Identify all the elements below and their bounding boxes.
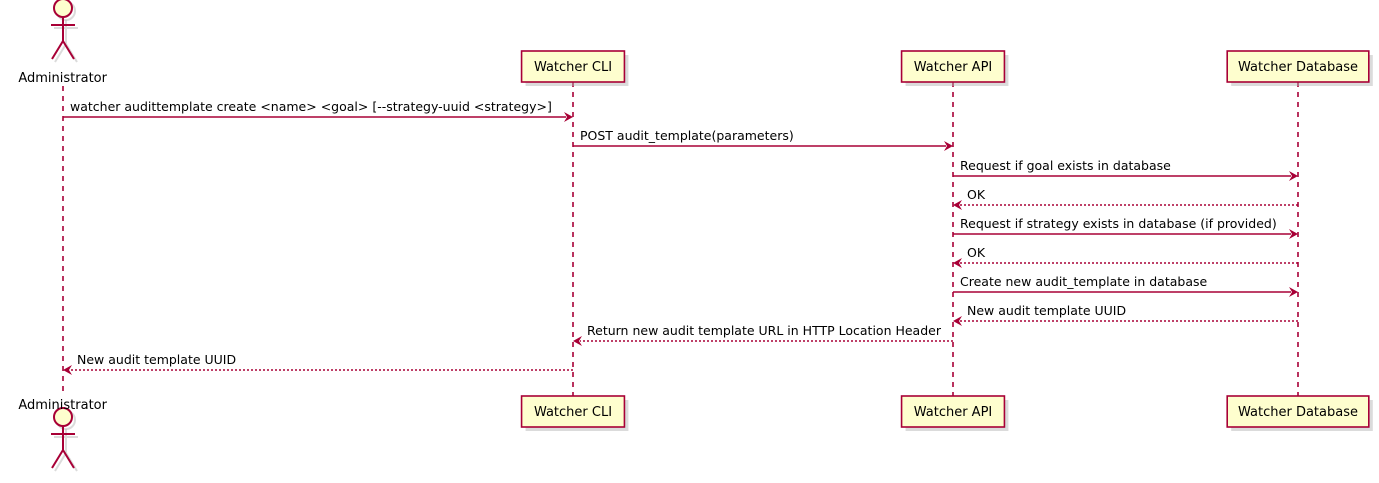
message-arrowhead — [1289, 171, 1298, 181]
participant-label-watcher-api: Watcher API — [914, 60, 993, 75]
message-label: New audit template UUID — [77, 352, 236, 367]
message-label: OK — [967, 187, 986, 202]
message-2: POST audit_template(parameters) — [573, 128, 953, 151]
participant-box — [900, 50, 1006, 83]
message-arrowhead — [564, 112, 573, 122]
message-arrowhead — [953, 200, 962, 210]
message-4: OK — [953, 187, 1298, 210]
message-label: Create new audit_template in database — [960, 274, 1207, 289]
participant-label-watcher-database: Watcher Database — [1238, 60, 1358, 75]
message-arrowhead — [573, 336, 582, 346]
participant-box — [900, 395, 1006, 428]
message-label: POST audit_template(parameters) — [580, 128, 794, 143]
participant-bottom-watcher-cli[interactable]: Watcher CLI — [520, 395, 629, 431]
message-7: Create new audit_template in database — [953, 274, 1298, 297]
actor-label-administrator: Administrator — [18, 71, 107, 86]
message-label: Request if strategy exists in database (… — [960, 216, 1277, 231]
message-8: New audit template UUID — [953, 303, 1298, 326]
message-label: Request if goal exists in database — [960, 158, 1171, 173]
message-3: Request if goal exists in database — [953, 158, 1298, 181]
actor-administrator — [51, 0, 78, 63]
message-arrowhead — [1289, 287, 1298, 297]
participant-label-watcher-api: Watcher API — [914, 405, 993, 420]
participant-top-watcher-database[interactable]: Watcher Database — [1226, 50, 1373, 86]
message-6: OK — [953, 245, 1298, 268]
message-label: watcher audittemplate create <name> <goa… — [70, 99, 552, 114]
message-arrowhead — [63, 365, 72, 375]
actor-leg-right — [62, 449, 75, 469]
participant-label-watcher-cli: Watcher CLI — [534, 405, 612, 420]
actor-body-shadow — [54, 20, 78, 63]
participant-top-watcher-api[interactable]: Watcher API — [900, 50, 1009, 86]
participant-label-watcher-database: Watcher Database — [1238, 405, 1358, 420]
message-arrowhead — [1289, 229, 1298, 239]
message-label: Return new audit template URL in HTTP Lo… — [587, 323, 942, 338]
message-arrowhead — [953, 258, 962, 268]
participant-label-watcher-cli: Watcher CLI — [534, 60, 612, 75]
message-10: New audit template UUID — [63, 352, 573, 375]
participant-bottom-watcher-database[interactable]: Watcher Database — [1226, 395, 1373, 431]
participant-box — [1226, 50, 1370, 83]
message-1: watcher audittemplate create <name> <goa… — [63, 99, 573, 122]
participant-box — [520, 50, 626, 83]
message-label: New audit template UUID — [967, 303, 1126, 318]
participant-box — [520, 395, 626, 428]
actor-leg-left — [51, 40, 64, 60]
participant-bottom-watcher-api[interactable]: Watcher API — [900, 395, 1009, 431]
message-arrowhead — [953, 316, 962, 326]
message-9: Return new audit template URL in HTTP Lo… — [573, 323, 953, 346]
message-label: OK — [967, 245, 986, 260]
actor-label-administrator: Administrator — [18, 398, 107, 413]
participant-top-watcher-cli[interactable]: Watcher CLI — [520, 50, 629, 86]
actor-leg-left — [51, 449, 64, 469]
actor-leg-right — [62, 40, 75, 60]
message-arrowhead — [944, 141, 953, 151]
actor-body-shadow — [54, 429, 78, 472]
message-5: Request if strategy exists in database (… — [953, 216, 1298, 239]
actor-head — [53, 0, 73, 18]
actor-administrator — [51, 407, 78, 472]
participant-box — [1226, 395, 1370, 428]
